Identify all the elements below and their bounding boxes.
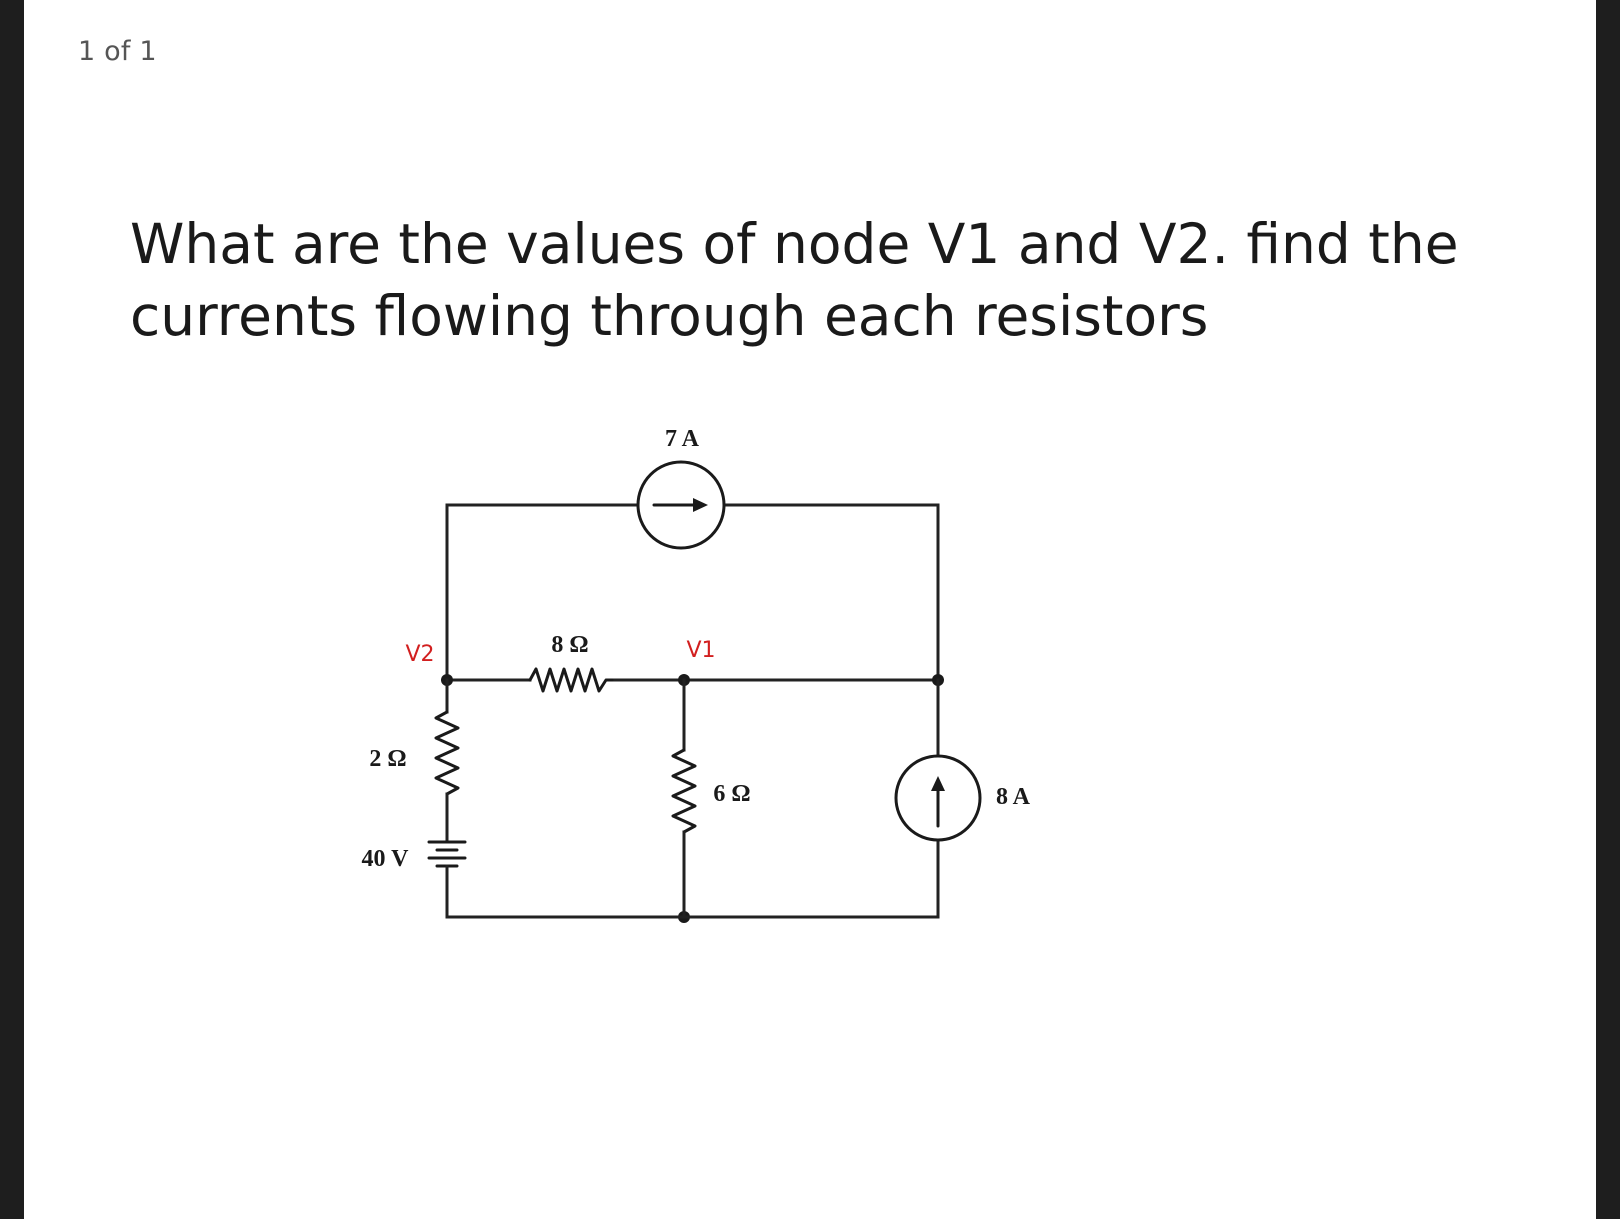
node-v1-label: V1 [686, 638, 715, 663]
current-source-8a-label: 8 A [996, 784, 1031, 810]
resistor-2-ohm-label: 2 Ω [369, 746, 406, 772]
question-text: What are the values of node V1 and V2. f… [130, 212, 1459, 348]
node-v2-label: V2 [405, 642, 434, 667]
page-counter: 1 of 1 [78, 36, 157, 67]
current-source-7a-label: 7 A [665, 426, 700, 452]
resistor-2-ohm [434, 710, 460, 796]
resistor-8-ohm-label: 8 Ω [551, 632, 588, 658]
document-page [24, 0, 1596, 1219]
voltage-source-40v-label: 40 V [362, 846, 410, 872]
voltage-source-40v [427, 840, 467, 868]
resistor-6-ohm-label: 6 Ω [713, 781, 750, 807]
resistor-6-ohm [671, 748, 697, 834]
bottom-wire [445, 838, 940, 919]
current-source-7a [636, 460, 726, 550]
resistor-8-ohm [528, 667, 614, 693]
current-source-8a [894, 754, 982, 842]
top-wire [445, 503, 940, 682]
